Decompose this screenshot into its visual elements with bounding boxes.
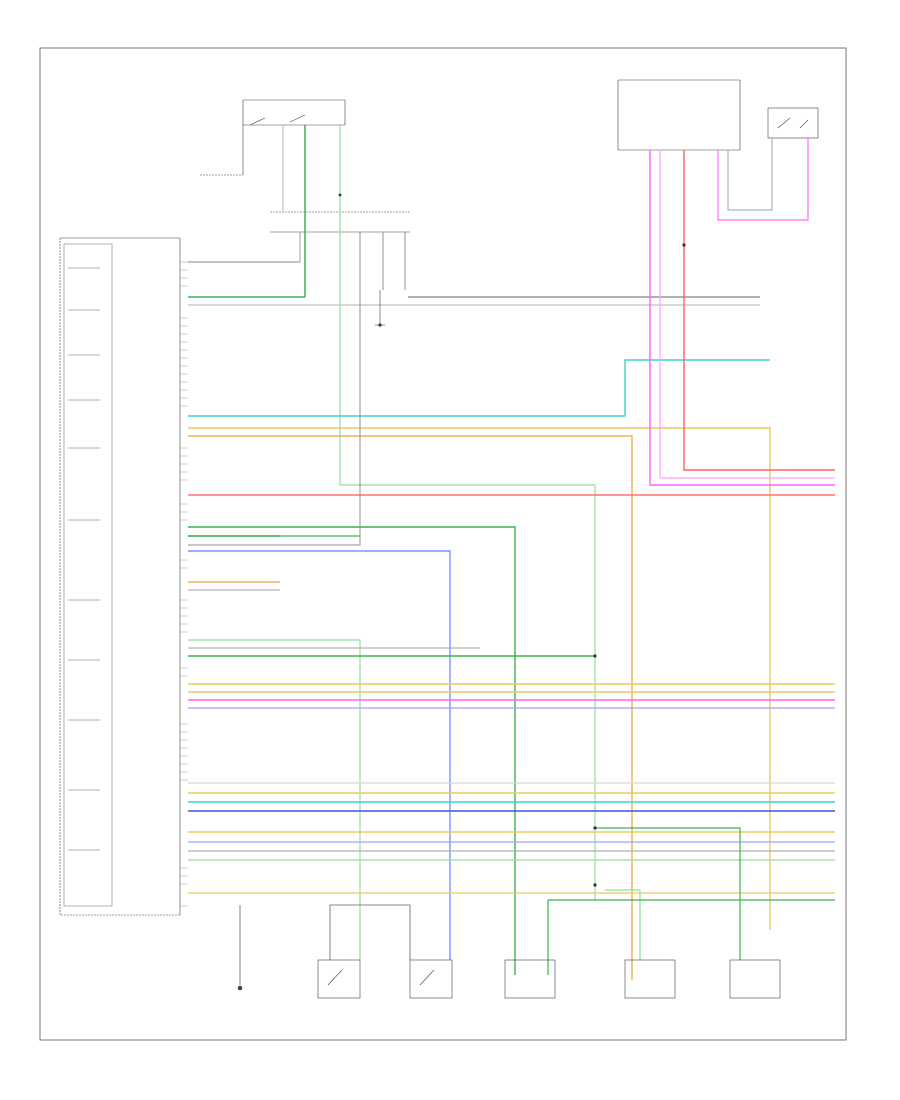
ground-symbol	[375, 290, 385, 326]
diagram-frame	[39, 47, 847, 1041]
top-right-switch	[767, 107, 819, 139]
control-module	[59, 237, 188, 916]
top-right-connector	[617, 79, 741, 151]
splice-dots	[338, 193, 686, 887]
top-switch-assembly	[200, 99, 346, 176]
bottom-components	[237, 959, 781, 999]
